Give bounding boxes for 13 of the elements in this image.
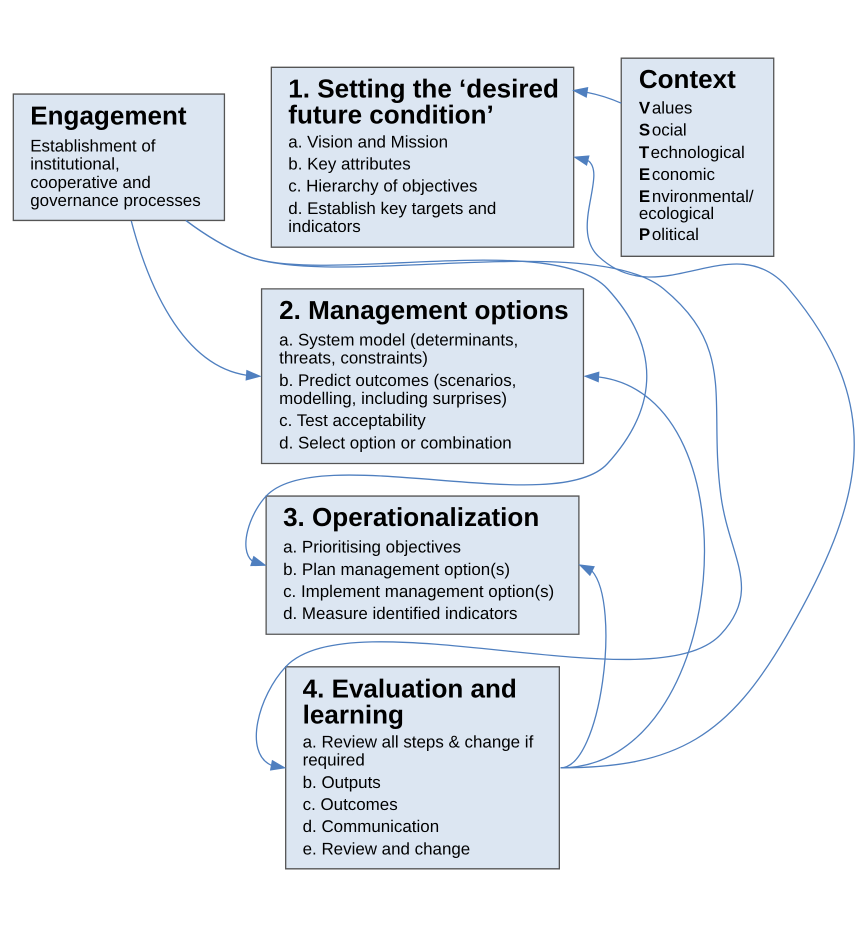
arrow	[186, 220, 648, 566]
node-box: 1. Setting the ‘desired future condition’ a. Vision and Mission b. Key attributes c. Hierarchy of objectives d. Establish key targets and indicators	[270, 66, 574, 248]
node-box: 4. Evaluation and learning a. Review all steps & change if required b. Outputs c. Outcomes d. Communication e. Review and change	[285, 666, 560, 870]
arrow	[130, 220, 262, 381]
arrow	[560, 564, 607, 768]
node-box: Engagement Establishment of institutional, cooperative and governance processes	[12, 93, 226, 222]
arrow	[560, 372, 705, 768]
arrow	[572, 87, 622, 104]
node-box: 3. Operationalization a. Prioritising objectives b. Plan management option(s) c. Implement management option(s) d. Measure identified indicators	[265, 495, 580, 635]
node-box: 2. Management options a. System model (determinants, threats, constraints) b. Predict outcomes (scenarios, modelling, including surprises) c. Test acceptability d. Select option or combination	[260, 288, 584, 464]
node-box: Context Values Social Technological Economic Environmental/ ecological Political	[620, 58, 774, 257]
arrow	[560, 155, 855, 768]
arrow	[185, 220, 742, 771]
